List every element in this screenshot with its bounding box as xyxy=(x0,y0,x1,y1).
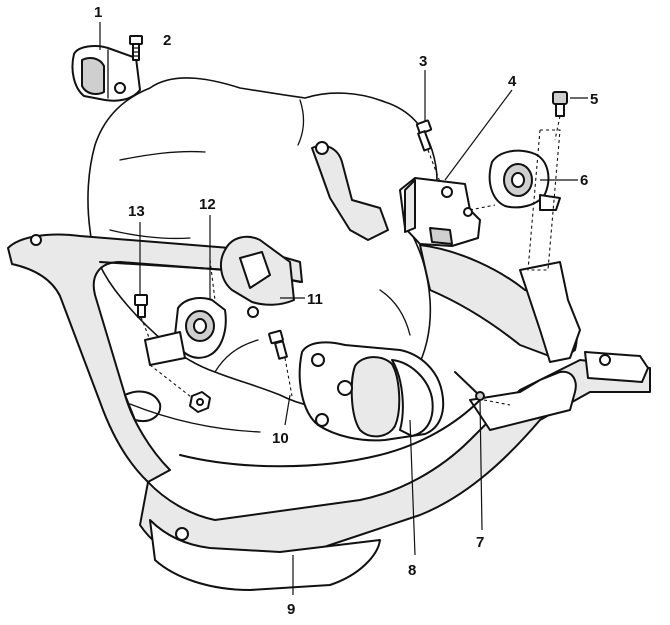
callout-11: 11 xyxy=(307,291,323,308)
part-10-bolt xyxy=(268,329,293,397)
subframe-right-arm xyxy=(519,261,581,363)
callout-5: 5 xyxy=(590,91,598,108)
subframe-front-tab xyxy=(584,351,649,383)
left-mount-nut xyxy=(189,391,211,413)
callout-10: 10 xyxy=(272,430,289,447)
subframe-hole-right xyxy=(599,354,611,366)
part-6-right-rubber-mount xyxy=(488,129,561,271)
part-11-center-bracket xyxy=(219,235,295,318)
subframe-rear-mount xyxy=(469,370,577,431)
subframe-left-mount-pad xyxy=(124,390,162,422)
callout-7: 7 xyxy=(476,534,484,551)
callout-leaders xyxy=(99,22,588,595)
part-8-rear-mount xyxy=(298,341,445,442)
part-7-long-bolt xyxy=(454,371,511,406)
callout-labels: 1 2 3 4 5 6 7 8 9 10 11 12 13 xyxy=(94,4,598,618)
subframe xyxy=(7,141,651,591)
callout-3: 3 xyxy=(419,53,427,70)
part-5-bolt xyxy=(552,91,568,141)
callout-13: 13 xyxy=(128,203,145,220)
callout-6: 6 xyxy=(580,172,588,189)
part-12-left-lower-mount xyxy=(144,259,227,401)
callout-12: 12 xyxy=(199,196,216,213)
callout-8: 8 xyxy=(408,562,416,579)
subframe-hole-center xyxy=(315,141,329,155)
subframe-lower-plate xyxy=(149,519,381,591)
part-3-bolt xyxy=(415,119,441,183)
subframe-hole-rear-left xyxy=(175,527,189,541)
subframe-hole-left xyxy=(30,234,42,246)
callout-1: 1 xyxy=(94,4,102,21)
part-13-bolt xyxy=(134,294,151,341)
part-1-upper-left-mount xyxy=(71,45,141,102)
part-4-right-mount-bracket xyxy=(399,177,496,247)
callout-4: 4 xyxy=(508,73,517,90)
callout-2: 2 xyxy=(163,32,171,49)
callout-9: 9 xyxy=(287,601,295,618)
part-2-bolt xyxy=(129,35,143,61)
